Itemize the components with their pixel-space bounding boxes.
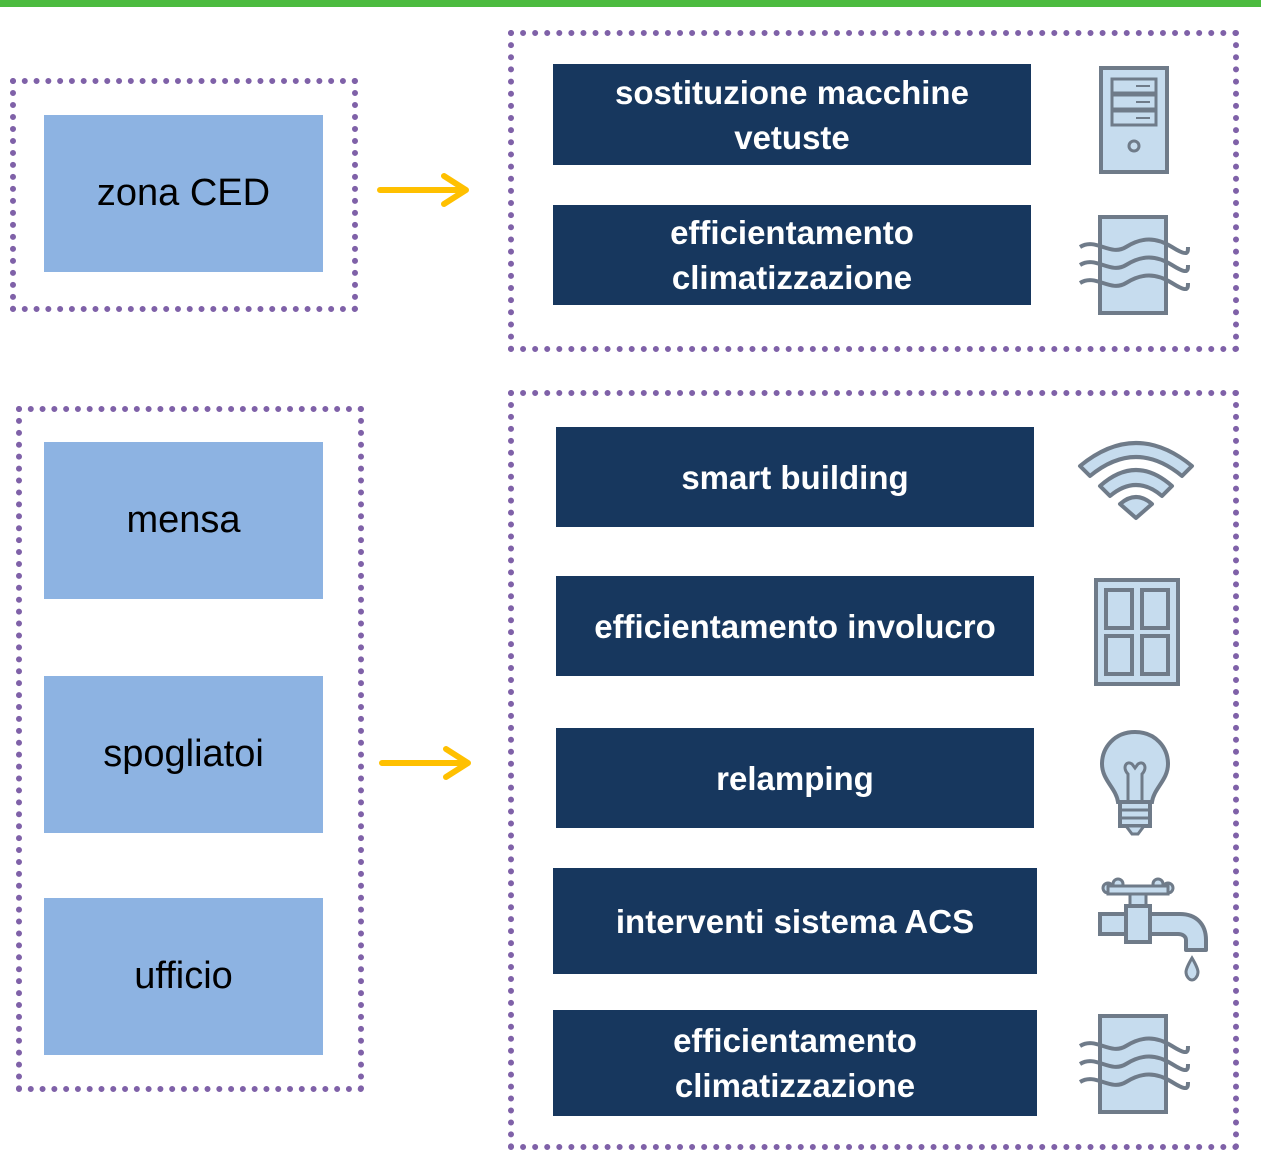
action-box-hvac-efficiency: efficientamento climatizzazione <box>553 1010 1037 1116</box>
air-conditioning-icon <box>1078 1014 1190 1114</box>
zone-box-ufficio: ufficio <box>44 898 323 1055</box>
action-box-hvac-efficiency: efficientamento climatizzazione <box>553 205 1031 305</box>
zone-group-other-frame <box>16 406 364 1092</box>
window-icon <box>1094 578 1180 686</box>
server-icon <box>1099 66 1169 174</box>
top-accent-bar <box>0 0 1261 7</box>
light-bulb-icon <box>1099 729 1171 836</box>
air-conditioning-icon <box>1078 215 1190 315</box>
action-box-smart-building: smart building <box>556 427 1034 527</box>
action-box-acs-system: interventi sistema ACS <box>553 868 1037 974</box>
zone-box-ced: zona CED <box>44 115 323 272</box>
action-box-relamping: relamping <box>556 728 1034 828</box>
action-box-envelope-efficiency: efficientamento involucro <box>556 576 1034 676</box>
zone-box-spogliatoi: spogliatoi <box>44 676 323 833</box>
arrow-right-icon <box>377 173 469 207</box>
water-tap-icon <box>1098 877 1208 982</box>
action-group-ced-frame <box>508 30 1239 352</box>
zone-group-ced-frame <box>10 78 358 312</box>
zone-box-mensa: mensa <box>44 442 323 599</box>
arrow-right-icon <box>379 746 471 780</box>
wifi-icon <box>1078 441 1194 520</box>
action-group-other-frame <box>508 390 1239 1150</box>
action-box-replace-old-machines: sostituzione macchine vetuste <box>553 64 1031 165</box>
